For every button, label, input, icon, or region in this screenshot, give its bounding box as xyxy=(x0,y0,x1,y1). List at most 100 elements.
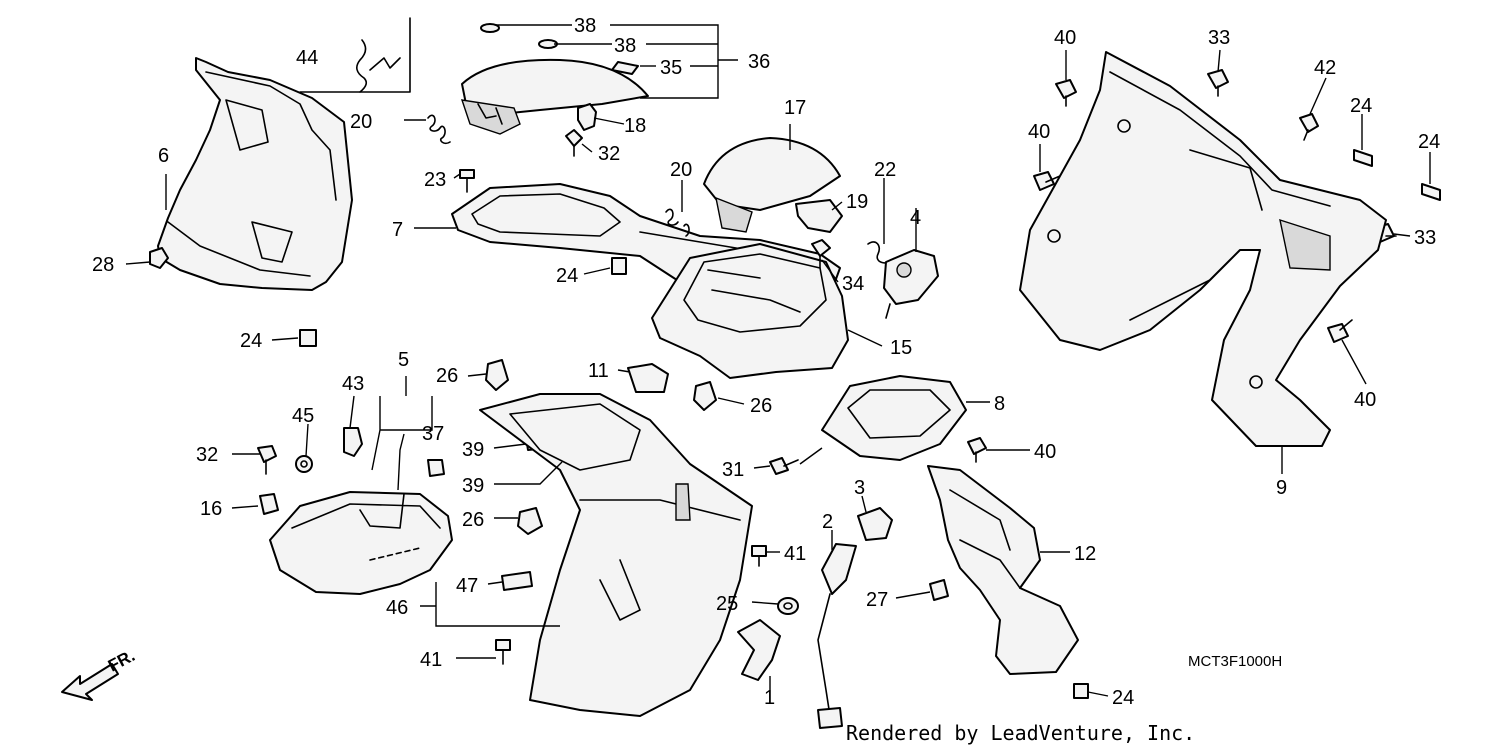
part-5-box xyxy=(269,491,453,595)
part-25-ring xyxy=(777,597,799,615)
part-1-tube xyxy=(737,619,781,681)
part-32-screw-b xyxy=(257,445,277,475)
part-20-spring-a xyxy=(427,114,451,145)
part-19-latch xyxy=(795,199,843,233)
callout-20-b: 20 xyxy=(670,159,692,181)
callout-42: 42 xyxy=(1314,57,1336,79)
callout-37: 37 xyxy=(422,423,444,445)
callout-26-c: 26 xyxy=(462,509,484,531)
callout-4: 4 xyxy=(910,207,921,229)
callout-26-a: 26 xyxy=(436,365,458,387)
part-45-nut xyxy=(295,455,313,473)
part-42-screw xyxy=(1299,113,1319,141)
part-24-clip-b xyxy=(299,329,317,347)
part-36-lid xyxy=(460,58,649,135)
callout-43: 43 xyxy=(342,373,364,395)
callout-39-b: 39 xyxy=(462,475,484,497)
part-40-screw-b xyxy=(1033,171,1061,191)
part-40-screw-a xyxy=(1055,79,1077,107)
callout-38-a: 38 xyxy=(574,15,596,37)
callout-18: 18 xyxy=(624,115,646,137)
callout-19: 19 xyxy=(846,191,868,213)
callout-27: 27 xyxy=(866,589,888,611)
callout-34: 34 xyxy=(842,273,864,295)
front-arrow-icon: FR. xyxy=(61,646,138,701)
callout-22: 22 xyxy=(874,159,896,181)
callout-11: 11 xyxy=(588,360,609,382)
callout-44: 44 xyxy=(296,47,318,69)
diagram-code: MCT3F1000H xyxy=(1188,653,1282,670)
part-24-clip-a xyxy=(611,257,627,275)
callout-33-b: 33 xyxy=(1414,227,1436,249)
part-11-bracket xyxy=(627,363,669,393)
part-23-bolt xyxy=(459,169,475,193)
part-24-clip-e xyxy=(1421,183,1441,201)
part-24-clip-c xyxy=(1073,683,1089,699)
part-44-wire xyxy=(299,17,411,93)
callout-9: 9 xyxy=(1276,477,1287,499)
callout-26-b: 26 xyxy=(750,395,772,417)
callout-24-d: 24 xyxy=(1350,95,1372,117)
callout-35: 35 xyxy=(660,57,682,79)
callout-32-b: 32 xyxy=(196,444,218,466)
callout-5: 5 xyxy=(398,349,409,371)
callout-25: 25 xyxy=(716,593,738,615)
callout-24-a: 24 xyxy=(556,265,578,287)
callout-28: 28 xyxy=(92,254,114,276)
part-26-clip-a xyxy=(485,359,509,391)
callout-45: 45 xyxy=(292,405,314,427)
callout-40-c: 40 xyxy=(1354,389,1376,411)
part-31-screw xyxy=(769,457,799,475)
part-43-clip xyxy=(343,427,363,457)
part-18-clip xyxy=(577,103,597,131)
callout-1: 1 xyxy=(764,687,775,709)
part-41-bolt-b xyxy=(495,639,511,665)
part-12-duct xyxy=(927,465,1079,675)
part-37-clip xyxy=(427,459,445,477)
callout-32-a: 32 xyxy=(598,143,620,165)
callout-40-b: 40 xyxy=(1028,121,1050,143)
part-4-lock xyxy=(883,249,939,319)
part-40-screw-d xyxy=(967,437,987,463)
part-26-clip-b xyxy=(693,381,717,411)
credit-line: Rendered by LeadVenture, Inc. xyxy=(846,721,1195,745)
part-32-screw-a xyxy=(565,129,583,157)
callout-6: 6 xyxy=(158,145,169,167)
callout-20-a: 20 xyxy=(350,111,372,133)
part-20-spring-b xyxy=(665,208,690,237)
callout-46: 46 xyxy=(386,597,408,619)
part-38-washers xyxy=(480,23,639,75)
callout-labels: 38 38 35 36 44 20 18 32 6 23 28 7 24 17 … xyxy=(92,15,1440,745)
part-9-rear-cover xyxy=(1019,51,1387,447)
part-46-fender xyxy=(479,393,753,717)
callout-23: 23 xyxy=(424,169,446,191)
callout-12: 12 xyxy=(1074,543,1096,565)
part-41-bolt-a xyxy=(751,545,767,567)
leader-lines xyxy=(125,24,1431,697)
part-34-screw xyxy=(811,239,831,269)
callout-33-a: 33 xyxy=(1208,27,1230,49)
callout-7: 7 xyxy=(392,219,403,241)
callout-41-a: 41 xyxy=(784,543,806,565)
callout-24-e: 24 xyxy=(1418,131,1440,153)
callout-41-b: 41 xyxy=(420,649,442,671)
callout-8: 8 xyxy=(994,393,1005,415)
part-17-small-lid xyxy=(703,137,841,233)
callout-31: 31 xyxy=(722,459,744,481)
callout-17: 17 xyxy=(784,97,806,119)
part-40-screw-c xyxy=(1327,319,1353,343)
part-8-tray xyxy=(821,375,967,461)
callout-47: 47 xyxy=(456,575,478,597)
part-15-basket xyxy=(651,243,849,379)
callout-3: 3 xyxy=(854,477,865,499)
callout-40-d: 40 xyxy=(1034,441,1056,463)
part-6-inner-panel xyxy=(157,57,353,291)
part-24-clip-d xyxy=(1353,149,1373,167)
part-33-screw-a xyxy=(1207,69,1229,97)
callout-38-b: 38 xyxy=(614,35,636,57)
callout-40-a: 40 xyxy=(1054,27,1076,49)
callout-24-b: 24 xyxy=(240,330,262,352)
part-27-bolt xyxy=(929,579,949,601)
part-3-grommet xyxy=(857,507,893,541)
